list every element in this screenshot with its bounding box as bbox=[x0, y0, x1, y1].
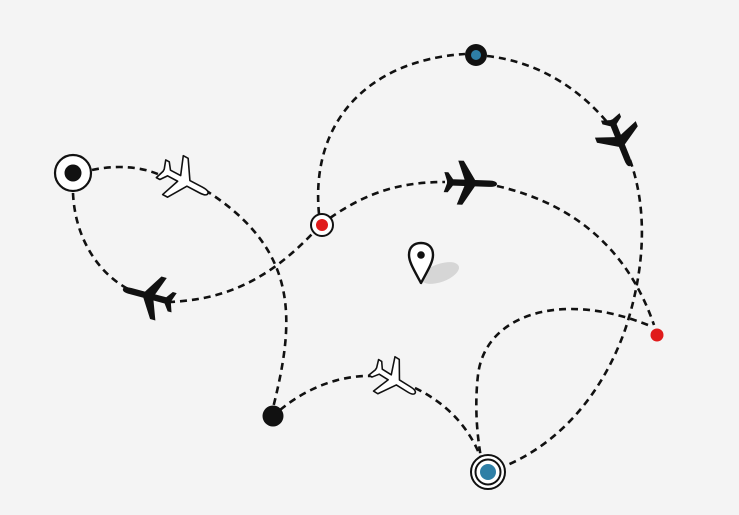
waypoint-red-icon bbox=[310, 213, 334, 237]
airplane-solid-icon bbox=[117, 267, 180, 324]
waypoint-blue-icon bbox=[470, 454, 506, 490]
airplane-outline-icon bbox=[362, 349, 427, 412]
waypoint-black-icon bbox=[262, 405, 284, 427]
route-red-node-to-top-node bbox=[316, 52, 466, 215]
route-right-plane-to-blue-node bbox=[504, 159, 644, 468]
route-black-node-to-bottom-plane bbox=[279, 374, 373, 411]
route-small-red-node-to-blue-node bbox=[475, 307, 649, 459]
waypoint-red-icon bbox=[650, 328, 664, 342]
route-origin-to-left-plane bbox=[71, 192, 131, 292]
route-origin-to-outline-plane bbox=[91, 165, 161, 177]
flight-routes bbox=[71, 52, 656, 468]
waypoint-blue-icon bbox=[465, 44, 487, 66]
airplane-solid-icon bbox=[589, 108, 651, 175]
route-bottom-plane-to-blue-node bbox=[414, 386, 483, 459]
origin-target-icon bbox=[53, 153, 93, 193]
route-outline-plane-to-black-node bbox=[204, 188, 288, 409]
route-left-plane-to-red-node bbox=[167, 232, 314, 304]
location-pin-icon bbox=[407, 241, 460, 285]
route-center-plane-to-small-red-node bbox=[496, 184, 656, 326]
route-top-node-to-right-plane bbox=[486, 54, 608, 123]
airplane-solid-icon bbox=[443, 160, 498, 206]
airplane-outline-icon bbox=[149, 148, 219, 214]
route-red-node-to-center-plane bbox=[329, 180, 446, 220]
